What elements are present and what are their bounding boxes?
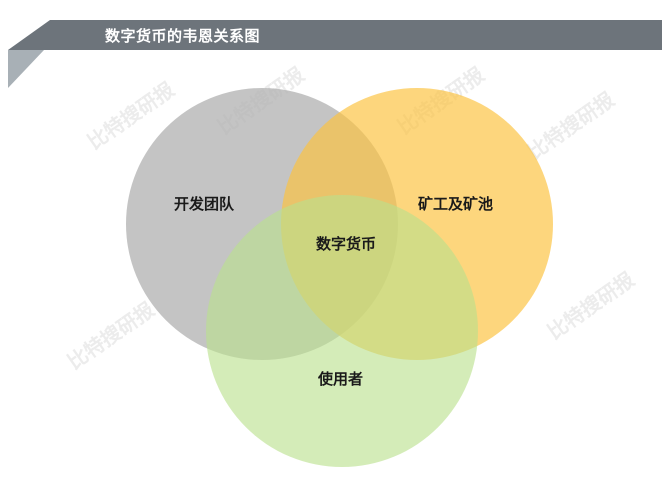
venn-label-dev-team: 开发团队 xyxy=(174,195,235,213)
title-banner xyxy=(8,20,662,88)
venn-circle-users xyxy=(206,195,478,467)
title-band xyxy=(8,20,662,50)
page-title: 数字货币的韦恩关系图 xyxy=(105,27,261,45)
venn-label-intersection: 数字货币 xyxy=(316,235,377,253)
title-band-fold xyxy=(8,50,44,88)
venn-label-miners: 矿工及矿池 xyxy=(418,195,494,213)
venn-label-users: 使用者 xyxy=(318,370,364,388)
